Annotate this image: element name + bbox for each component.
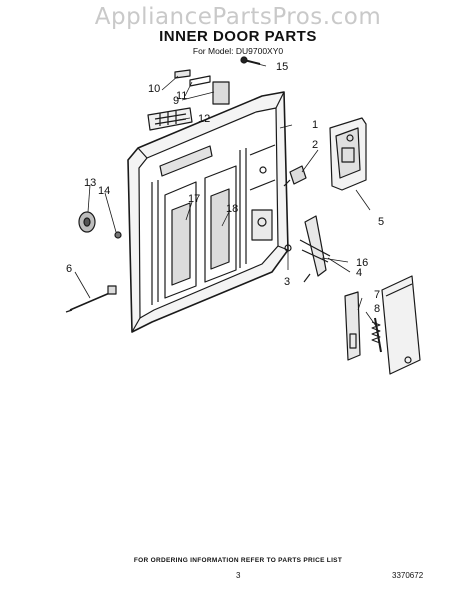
callout-14: 14 [98,185,110,197]
callout-10: 10 [148,83,160,95]
bracket-spring-part [344,291,382,361]
callout-3: 3 [284,276,290,288]
callout-12: 12 [198,113,210,125]
watermark: AppliancePartsPros.com [94,4,382,30]
callout-15: 15 [276,61,288,73]
clip-parts [174,69,230,105]
callout-5: 5 [378,216,384,228]
page-number: 3 [236,571,241,580]
inner-door-panel [127,91,289,333]
callout-13: 13 [84,177,96,189]
callout-2: 2 [312,139,318,151]
callout-1: 1 [312,119,318,131]
side-panel-part [381,275,421,375]
callout-8: 8 [374,303,380,315]
dispenser-cover-part [329,117,367,191]
model-subtitle: For Model: DU9700XY0 [192,46,284,56]
callout-6: 6 [66,263,72,275]
latch-part [283,165,307,187]
callout-11: 11 [176,90,187,102]
callout-16: 16 [356,257,368,269]
callout-7: 7 [374,289,380,301]
callout-9: 9 [173,95,179,107]
door-handle-part [147,107,193,131]
page-title: INNER DOOR PARTS [159,28,317,45]
screw-part [240,56,261,65]
callout-18: 18 [226,203,238,215]
wire-harness-part [65,285,117,313]
callout-17: 17 [188,193,200,205]
lever-assembly-part [284,215,331,283]
callout-4: 4 [356,267,362,279]
document-number: 3370672 [392,571,424,580]
ordering-footer: FOR ORDERING INFORMATION REFER TO PARTS … [133,557,343,564]
leader-lines [74,63,377,327]
knob-part [78,211,122,239]
